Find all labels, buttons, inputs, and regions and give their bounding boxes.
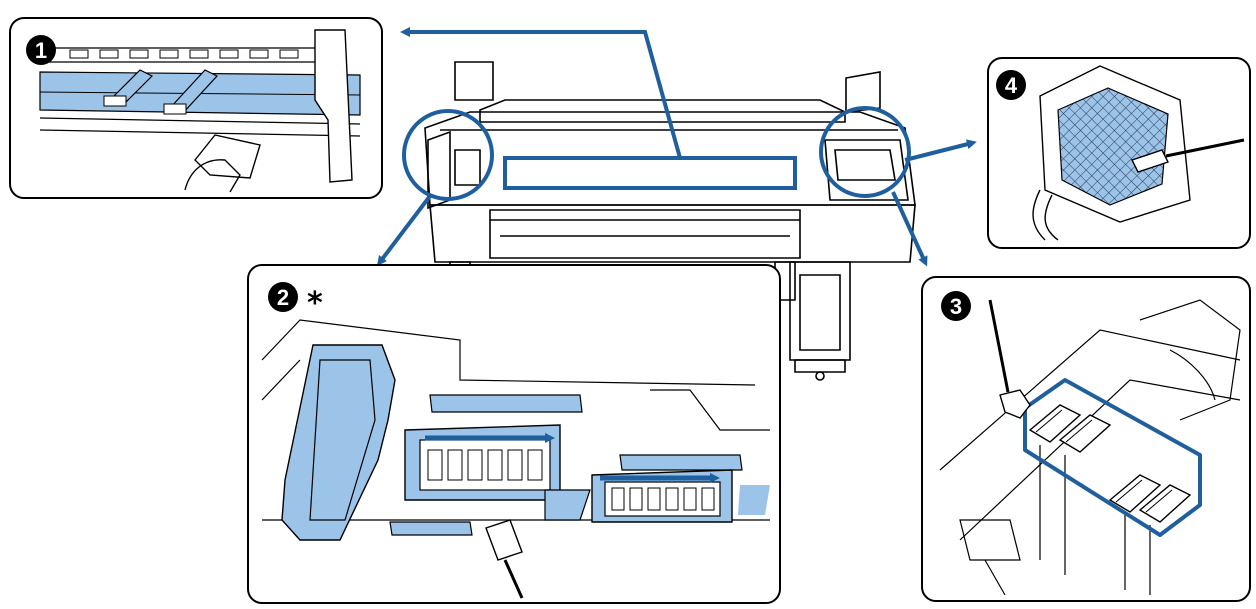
panel-3-number-badge: 3 xyxy=(941,291,971,321)
arrow-to-panel-1 xyxy=(400,27,682,159)
arrow-to-panel-3 xyxy=(891,191,928,267)
panel-3-number: 3 xyxy=(950,294,962,319)
printer-highlights xyxy=(402,106,911,201)
arrow-to-panel-2 xyxy=(376,194,432,266)
arrow-to-panel-4 xyxy=(904,139,977,162)
panel-2-number: 2 xyxy=(277,285,289,310)
panel-3 xyxy=(921,276,1251,602)
panel-4-number-badge: 4 xyxy=(996,70,1026,100)
panel-2 xyxy=(247,264,781,604)
panel-1 xyxy=(9,17,383,199)
right-side-highlight xyxy=(819,106,911,198)
panel-1-number: 1 xyxy=(35,38,47,63)
panel-2-footnote-marker: * xyxy=(307,286,323,321)
callout-arrows xyxy=(376,27,977,267)
panel-2-number-badge: 2 * xyxy=(268,282,323,321)
panel-4 xyxy=(987,57,1251,249)
platen-highlight xyxy=(503,156,797,190)
panel-1-number-badge: 1 xyxy=(26,35,56,65)
panel-4-number: 4 xyxy=(1005,73,1018,98)
left-side-highlight xyxy=(402,109,494,201)
